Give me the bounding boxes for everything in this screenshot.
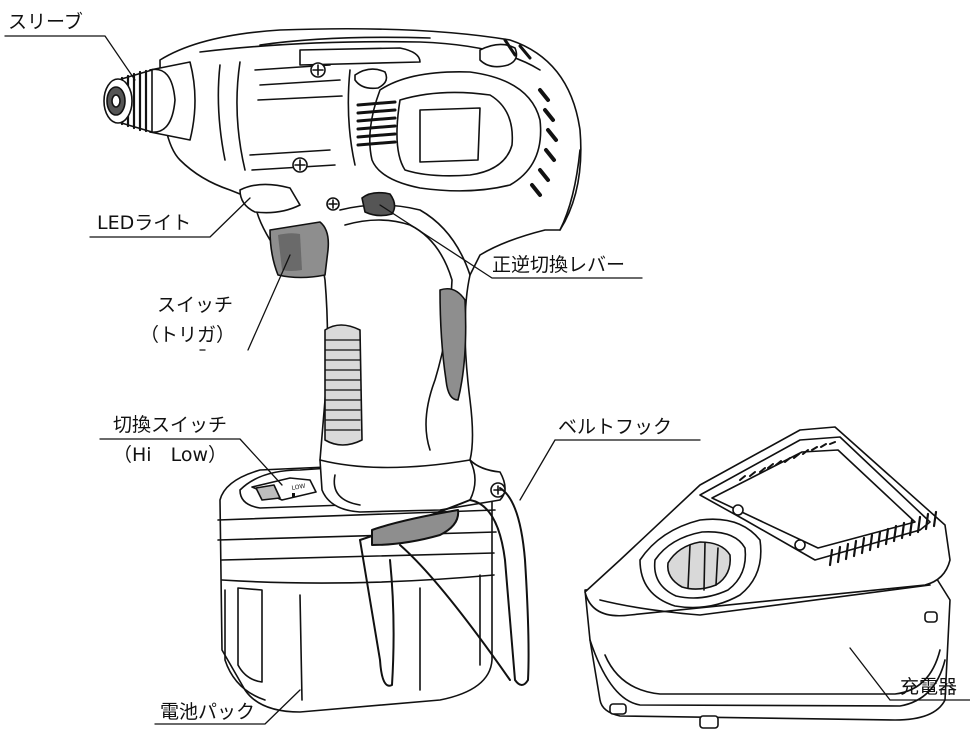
leader-switch <box>199 254 291 351</box>
label-switch-sub: （トリガ） <box>139 324 235 346</box>
label-led-light: LEDライト <box>97 212 192 234</box>
low-marking: LOW <box>291 483 306 492</box>
label-sleeve: スリーブ <box>8 11 83 33</box>
leader-speed <box>99 438 283 486</box>
leader-led <box>89 197 251 238</box>
label-switch: スイッチ <box>156 294 233 316</box>
label-direction-lever: 正逆切換レバー <box>492 254 626 276</box>
impact-driver <box>159 27 582 513</box>
belt-hook <box>359 487 530 687</box>
sleeve-chuck <box>103 61 196 141</box>
leader-direction <box>379 204 643 279</box>
leader-battery <box>154 689 301 725</box>
direction-lever-shape <box>361 191 396 217</box>
leader-lines <box>4 35 970 725</box>
leader-charger <box>849 647 970 701</box>
leader-sleeve <box>4 35 136 81</box>
label-speed-switch-sub: （Hi Low） <box>113 444 227 466</box>
charger <box>584 426 951 729</box>
speed-switch-body: LOW <box>251 477 317 501</box>
label-speed-switch: 切換スイッチ <box>112 414 227 436</box>
label-charger: 充電器 <box>900 676 958 698</box>
label-battery-pack: 電池パック <box>160 701 256 723</box>
label-belt-hook: ベルトフック <box>558 416 673 438</box>
leader-belt <box>519 439 701 501</box>
